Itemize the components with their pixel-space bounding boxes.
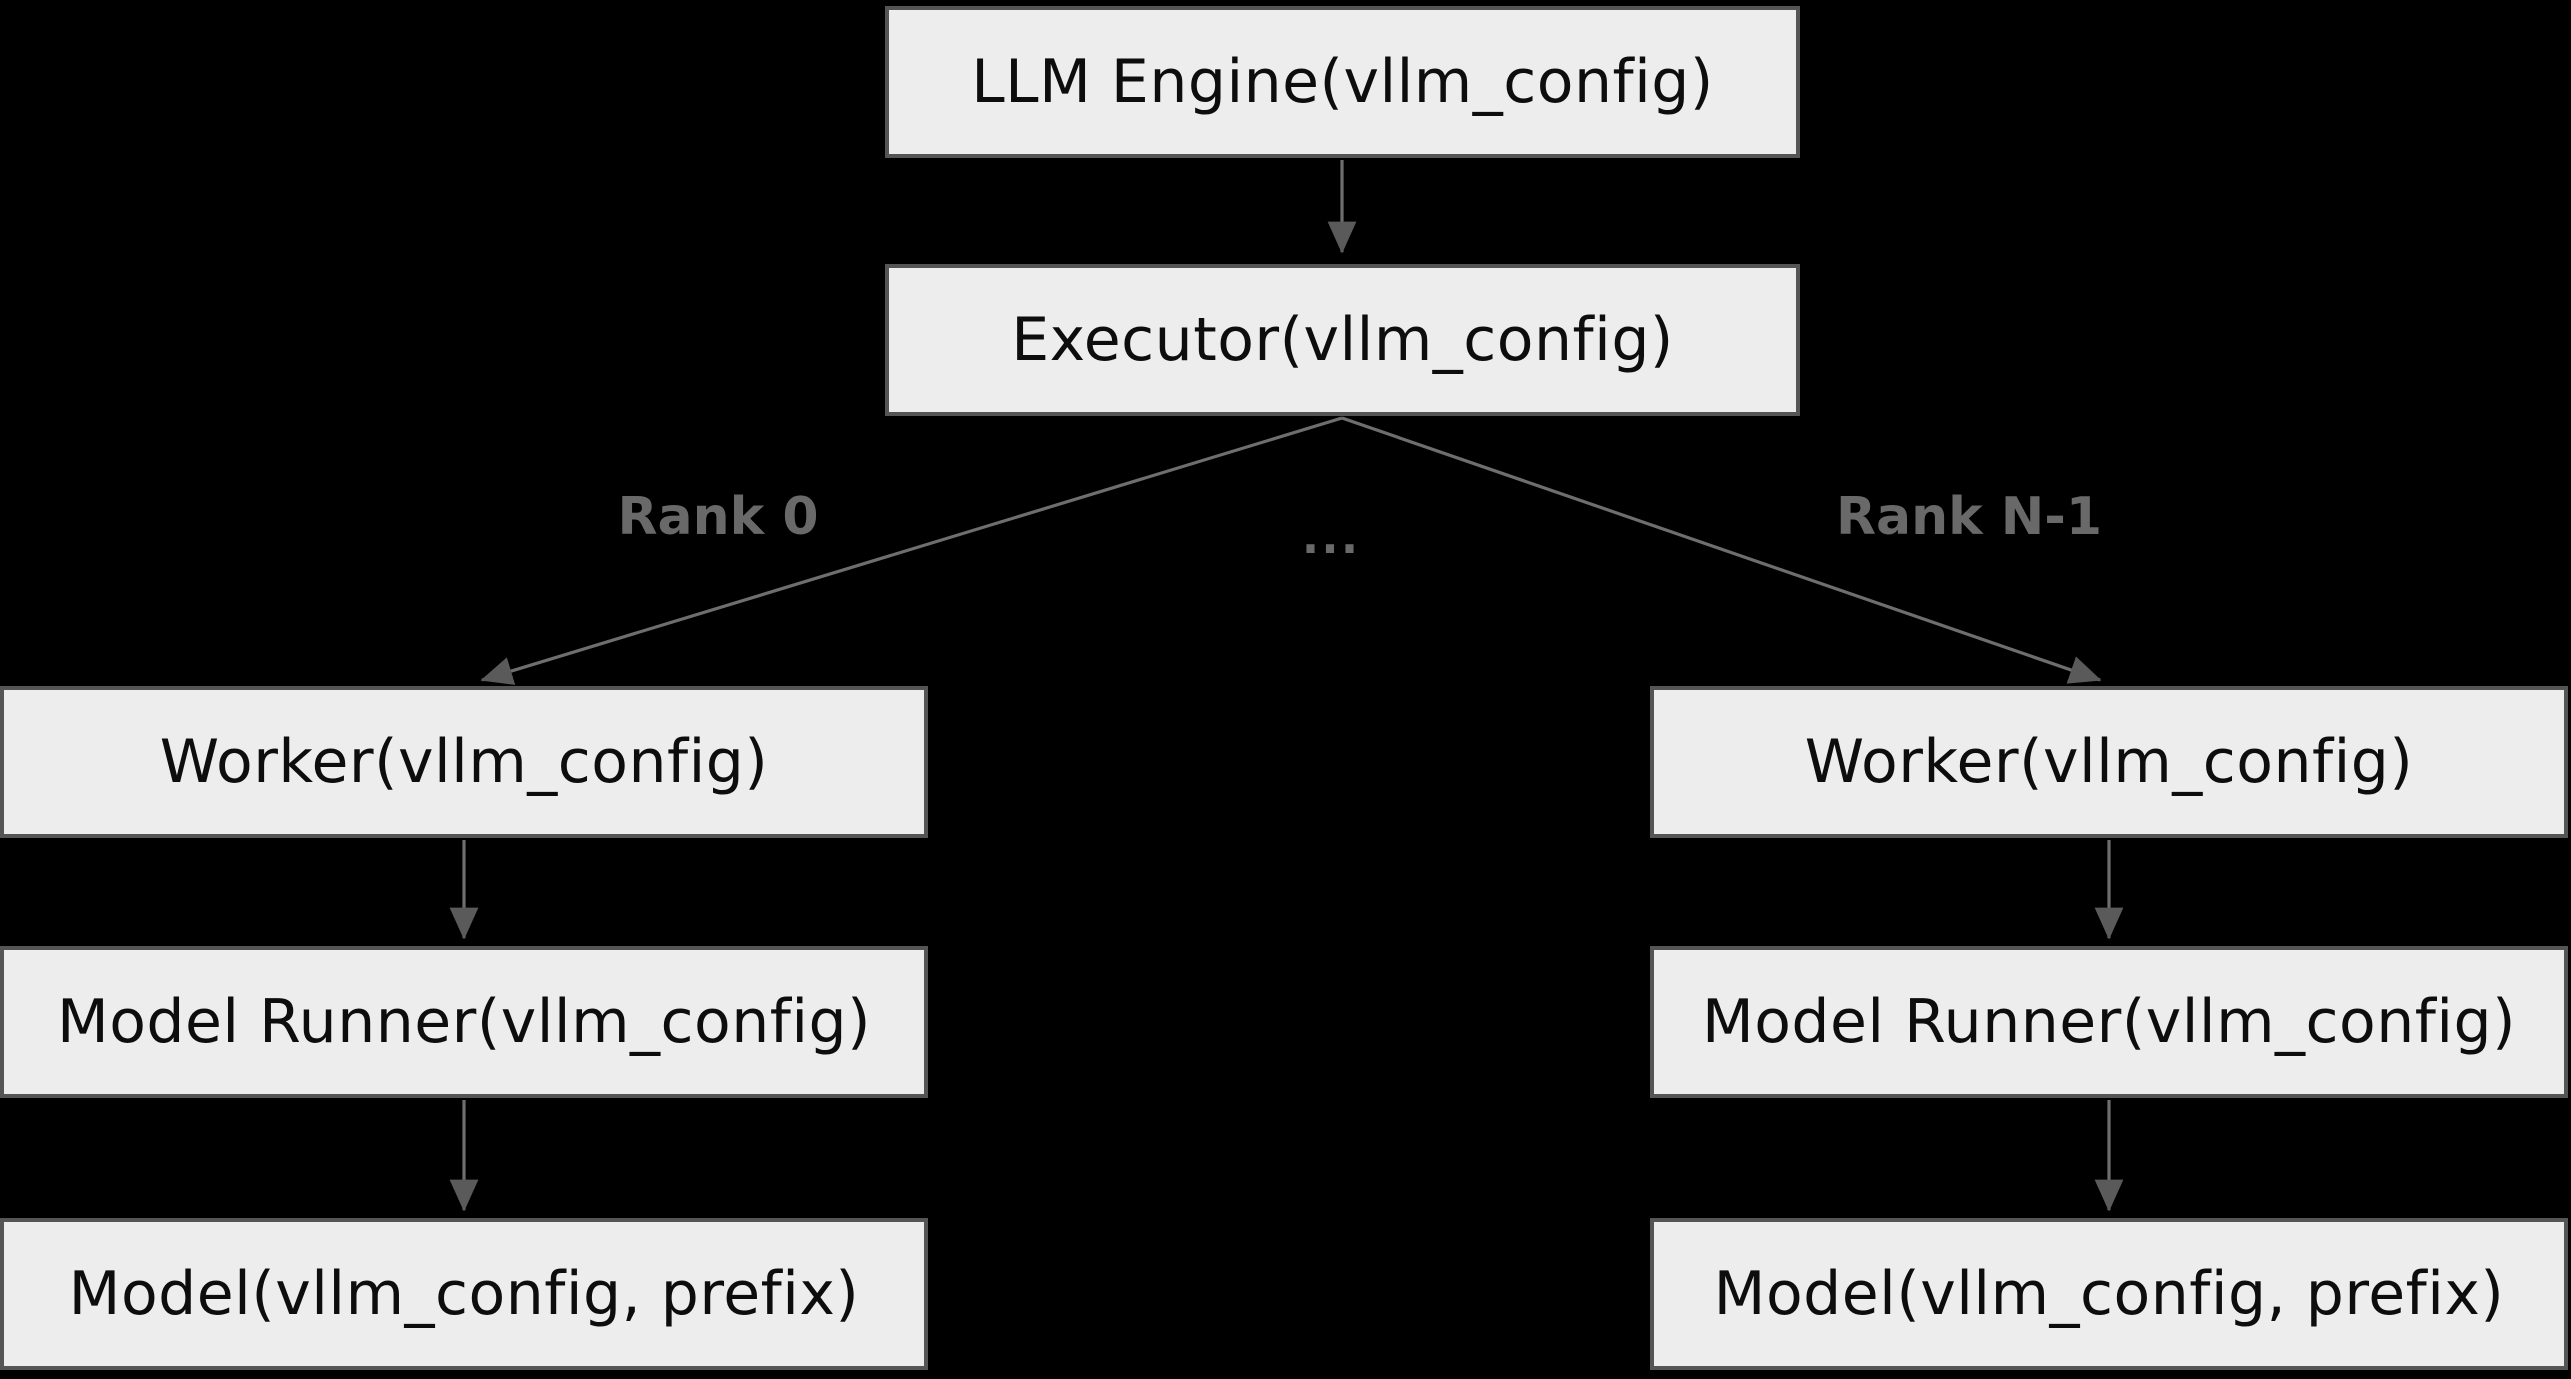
node-worker-right: Worker(vllm_config) — [1650, 686, 2568, 838]
node-model-runner-right: Model Runner(vllm_config) — [1650, 946, 2568, 1098]
node-worker-left: Worker(vllm_config) — [0, 686, 928, 838]
node-model-right: Model(vllm_config, prefix) — [1650, 1218, 2568, 1370]
edge-executor-to-worker-right — [1341, 416, 2102, 684]
node-model-left: Model(vllm_config, prefix) — [0, 1218, 928, 1370]
edge-executor-to-worker-left — [480, 416, 1343, 685]
edge-label-rank-n-1: Rank N-1 — [1835, 487, 2103, 547]
edge-label-rank-0: Rank 0 — [617, 487, 819, 547]
edge-label-ellipsis: ... — [1301, 510, 1361, 564]
node-executor: Executor(vllm_config) — [885, 264, 1800, 416]
node-llm-engine: LLM Engine(vllm_config) — [885, 6, 1800, 158]
node-model-runner-left: Model Runner(vllm_config) — [0, 946, 928, 1098]
